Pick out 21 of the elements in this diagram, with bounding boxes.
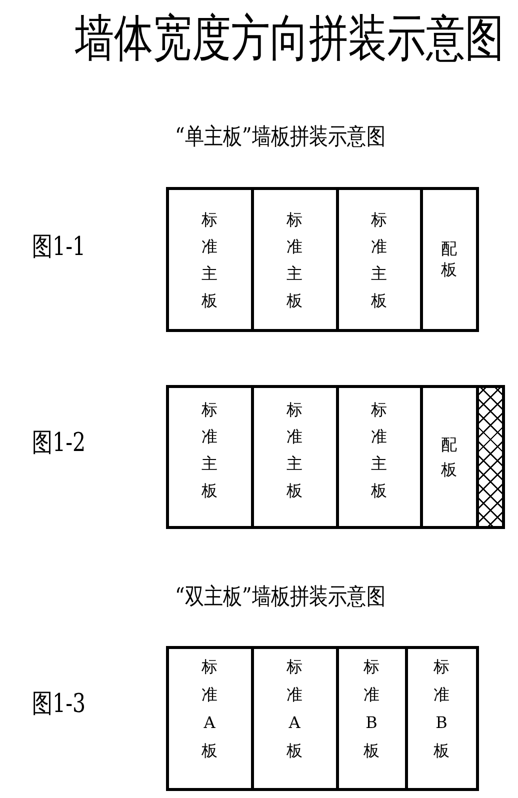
panel-text: 配板	[440, 434, 458, 480]
panel-text: 标准主板	[201, 398, 218, 502]
title: 墙体宽度方向拼装示意图	[75, 13, 504, 63]
panel-text: 标准A板	[286, 656, 303, 762]
subtitle: “双主板”墙板拼装示意图	[175, 586, 386, 609]
panel-text: 标准A板	[201, 656, 218, 762]
figure-label: 图1-3	[32, 691, 86, 718]
panel-text: 标准B板	[363, 656, 380, 762]
panel-text: 标准B板	[433, 656, 450, 762]
figure-label: 图1-2	[32, 430, 86, 456]
subtitle: “单主板”墙板拼装示意图	[175, 126, 386, 149]
panel-text: 标准主板	[370, 398, 388, 502]
wall-panel	[166, 186, 254, 332]
wall-panel	[166, 384, 254, 528]
wall-panel	[166, 646, 254, 790]
figure-label: 图1-1	[32, 234, 86, 260]
panel-text: 配板	[440, 238, 458, 280]
panel-text: 标准主板	[286, 208, 303, 312]
panel-text: 标准主板	[201, 208, 218, 312]
panel-text: 标准主板	[370, 208, 388, 312]
panel-text: 标准主板	[286, 398, 303, 502]
